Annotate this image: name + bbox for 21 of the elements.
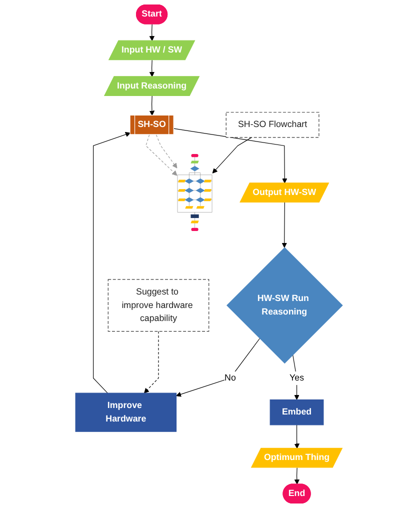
arrow <box>93 132 131 394</box>
arrow <box>294 467 300 485</box>
node-box: Improve Hardware <box>75 392 177 432</box>
arrow <box>149 60 155 77</box>
node-diamond: HW-SW Run Reasoning <box>226 247 343 364</box>
arrow <box>146 134 178 176</box>
node-box: Suggest to improve hardware capability <box>108 279 210 332</box>
arrow <box>174 128 288 184</box>
arrow <box>144 331 159 394</box>
arrow <box>156 134 178 168</box>
arrow <box>282 202 287 248</box>
node-box: Embed <box>270 399 324 426</box>
arrow <box>149 24 155 42</box>
arrow <box>212 137 252 174</box>
arrow <box>292 354 300 400</box>
edge-label: No <box>224 372 236 383</box>
arrow <box>294 424 300 449</box>
arrow <box>176 338 260 397</box>
edge-label: Yes <box>290 372 304 383</box>
node-box: SH-SO Flowchart <box>226 112 320 138</box>
arrow <box>149 96 155 116</box>
